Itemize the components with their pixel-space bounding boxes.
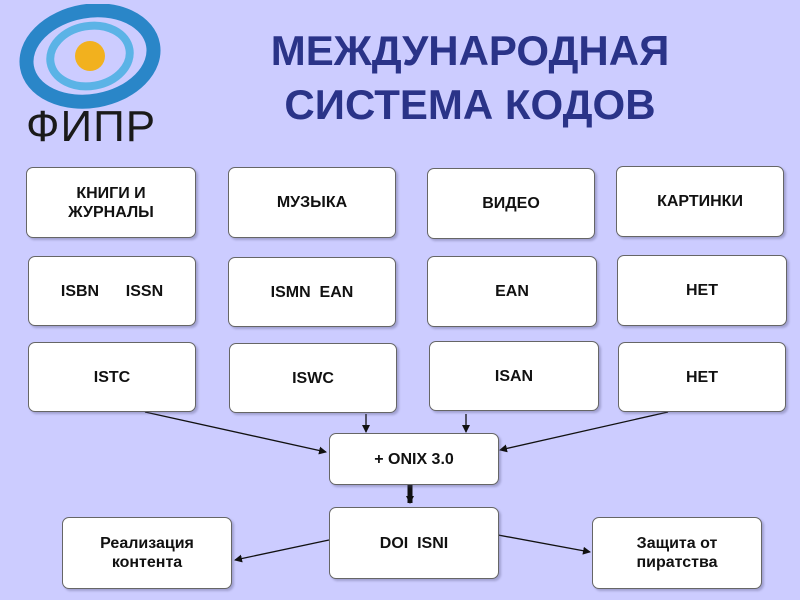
logo-text: ФИПР: [26, 102, 157, 151]
codes-music: ISMN EAN: [228, 257, 396, 327]
fipr-logo-emblem: [19, 4, 161, 109]
category-music-label: МУЗЫКА: [276, 194, 348, 211]
category-books: КНИГИ И ЖУРНАЛЫ: [26, 167, 196, 238]
outcome-piracy-protection: Защита от пиратства: [592, 517, 762, 589]
code2-music-label: ISWC: [292, 369, 334, 387]
category-video-label: ВИДЕО: [482, 195, 540, 212]
arrow-net-to-onix: [499, 411, 669, 453]
outcome-realization: Реализация контента: [62, 517, 232, 589]
category-books-label: КНИГИ И ЖУРНАЛЫ: [68, 184, 154, 221]
title-line-1: МЕЖДУНАРОДНАЯ: [270, 27, 670, 74]
title-line-2: СИСТЕМА КОДОВ: [284, 81, 656, 128]
codes-pictures: НЕТ: [617, 255, 787, 326]
page-title: МЕЖДУНАРОДНАЯ СИСТЕМА КОДОВ: [190, 24, 750, 132]
outcome-realization-label: Реализация контента: [100, 535, 194, 571]
code2-books-label: ISTC: [93, 368, 131, 386]
code2-books: ISTC: [28, 342, 196, 412]
code2-pictures-label: НЕТ: [686, 368, 718, 386]
code2-video-label: ISAN: [494, 367, 534, 385]
codes-video: EAN: [427, 256, 597, 327]
category-music: МУЗЫКА: [228, 167, 396, 238]
code2-video: ISAN: [429, 341, 599, 411]
doi-isni-label: DOI ISNI: [379, 534, 449, 552]
codes-music-label: ISMN EAN: [270, 283, 354, 301]
arrow-istc-to-onix: [144, 411, 327, 455]
code2-pictures: НЕТ: [618, 342, 786, 412]
arrow-doi-to-protection: [497, 534, 591, 555]
onix-box: + ONIX 3.0: [329, 433, 499, 485]
arrow-doi-to-realization: [234, 539, 330, 563]
codes-pictures-label: НЕТ: [686, 282, 718, 299]
onix-label: + ONIX 3.0: [374, 450, 454, 468]
outcome-piracy-protection-label: Защита от пиратства: [636, 535, 718, 571]
category-video: ВИДЕО: [427, 168, 595, 239]
codes-books: ISBN ISSN: [28, 256, 196, 326]
code2-music: ISWC: [229, 343, 397, 413]
category-pictures-label: КАРТИНКИ: [657, 193, 743, 210]
category-pictures: КАРТИНКИ: [616, 166, 784, 237]
codes-books-label: ISBN ISSN: [60, 282, 164, 300]
codes-video-label: EAN: [495, 283, 529, 300]
doi-isni-box: DOI ISNI: [329, 507, 499, 579]
